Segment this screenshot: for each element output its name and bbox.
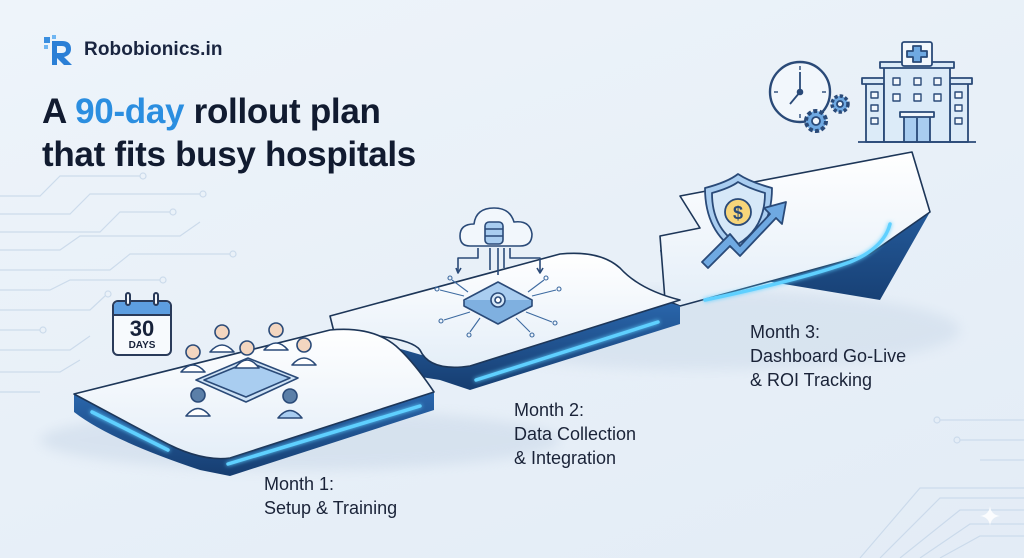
- sparkle-icon: [980, 506, 1000, 526]
- stage-label-month-2: Month 2: Data Collection & Integration: [514, 398, 636, 470]
- hospital-building-icon: [858, 41, 976, 143]
- stage-subtitle: & ROI Tracking: [750, 370, 873, 390]
- page-title: A 90-day rollout plan that fits busy hos…: [42, 90, 416, 176]
- calendar-ring-right: [153, 292, 159, 306]
- calendar-header-bar: [114, 302, 170, 316]
- cloud-database-chip-icon: [434, 207, 562, 338]
- doctors-team-tablet-icon: [180, 322, 317, 419]
- svg-text:$: $: [733, 203, 743, 223]
- stage-title: Setup & Training: [264, 498, 398, 518]
- stage-label-month-3: Month 3: Dashboard Go-Live & ROI Trackin…: [750, 320, 906, 392]
- brand-name: Robobionics.in: [84, 39, 223, 60]
- platform-month-3: [659, 151, 931, 312]
- headline-line-2: that fits busy hospitals: [42, 135, 416, 174]
- shield-dollar-growth-icon: $: [701, 173, 787, 269]
- stage-month: Month 3:: [750, 322, 821, 342]
- calendar-body: 30 DAYS: [112, 300, 172, 356]
- circuit-pattern: [0, 172, 1024, 558]
- stage-title: Data Collection: [514, 424, 637, 444]
- calendar-ring-left: [125, 292, 131, 306]
- headline-line-1: A 90-day rollout plan: [42, 90, 416, 133]
- headline-prefix: A: [42, 92, 76, 131]
- calendar-unit: DAYS: [128, 340, 156, 351]
- robobionics-logo-icon: [44, 35, 72, 65]
- headline-rest: rollout plan: [184, 92, 381, 131]
- stage-month: Month 2:: [514, 400, 585, 420]
- stage-subtitle: & Integration: [514, 448, 617, 468]
- calendar-icon: 30 DAYS: [112, 292, 176, 356]
- stage-label-month-1: Month 1: Setup & Training: [264, 472, 397, 520]
- stage-month: Month 1:: [264, 474, 335, 494]
- brand-header: Robobionics.in: [42, 33, 223, 67]
- stage-title: Dashboard Go-Live: [750, 346, 907, 366]
- clock-gears-icon: [768, 60, 850, 133]
- calendar-number: 30: [129, 316, 155, 341]
- headline-accent: 90-day: [75, 92, 185, 131]
